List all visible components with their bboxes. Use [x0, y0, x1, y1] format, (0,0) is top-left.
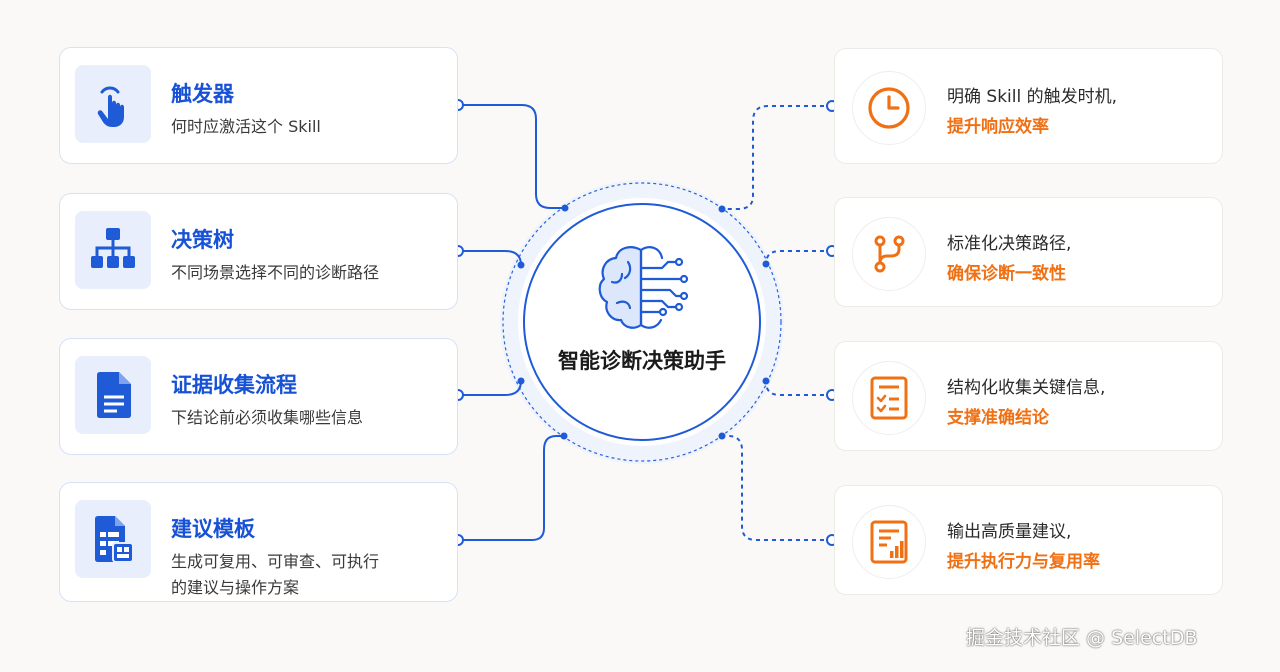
watermark: 掘金技术社区 @ SelectDB [966, 627, 1198, 649]
benefit-text: 标准化决策路径, [947, 234, 1072, 254]
connector-benefit-output [722, 435, 832, 541]
template-icon [75, 500, 151, 578]
checklist-icon [852, 361, 926, 435]
card-description-line: 的建议与操作方案 [171, 578, 300, 597]
branch-path-icon [852, 217, 926, 291]
card-benefit-evidence: 结构化收集关键信息, 支撑准确结论 [834, 341, 1223, 451]
hub-dot [561, 204, 569, 212]
card-description: 下结论前必须收集哪些信息 [171, 405, 363, 431]
card-benefit-timing: 明确 Skill 的触发时机, 提升响应效率 [834, 48, 1223, 164]
connector-decision-tree [458, 250, 522, 266]
hub-dot [718, 432, 726, 440]
card-title: 触发器 [171, 82, 234, 106]
card-trigger: 触发器 何时应激活这个 Skill [59, 47, 458, 164]
benefit-text: 输出高质量建议, [947, 522, 1072, 542]
clock-icon [852, 71, 926, 145]
hub-dot [517, 261, 525, 269]
document-icon [75, 356, 151, 434]
connector-template [458, 435, 564, 541]
hub-dot [560, 432, 568, 440]
pointer-hand-icon [75, 65, 151, 143]
card-description: 不同场景选择不同的诊断路径 [171, 260, 379, 286]
card-title: 建议模板 [171, 517, 255, 541]
hub-dot [762, 260, 770, 268]
benefit-highlight: 支撑准确结论 [947, 408, 1049, 428]
hub-dot [762, 377, 770, 385]
card-benefit-output: 输出高质量建议, 提升执行力与复用率 [834, 485, 1223, 595]
hub-dot [718, 205, 726, 213]
card-title: 决策树 [171, 228, 234, 252]
connector-benefit-timing [724, 105, 832, 210]
card-description-line: 生成可复用、可审查、可执行 [171, 552, 380, 571]
hub-white-ring [518, 198, 766, 446]
card-description: 生成可复用、可审查、可执行 的建议与操作方案 [171, 549, 379, 601]
benefit-highlight: 提升执行力与复用率 [947, 552, 1100, 572]
connector-benefit-evidence [765, 381, 832, 396]
benefit-highlight: 确保诊断一致性 [947, 264, 1066, 284]
card-decision-tree: 决策树 不同场景选择不同的诊断路径 [59, 193, 458, 310]
card-description-line: 不同场景选择不同的诊断路径 [171, 263, 380, 282]
benefit-text: 明确 Skill 的触发时机, [947, 87, 1118, 107]
brain-circuit-icon [598, 246, 689, 329]
card-description-line: 何时应激活这个 Skill [171, 117, 321, 136]
card-description: 何时应激活这个 Skill [171, 114, 321, 140]
card-title: 证据收集流程 [171, 373, 297, 397]
card-description-line: 下结论前必须收集哪些信息 [171, 408, 364, 427]
hub-title: 智能诊断决策助手 [558, 349, 726, 373]
card-evidence-collection: 证据收集流程 下结论前必须收集哪些信息 [59, 338, 458, 455]
connector-trigger [458, 104, 565, 209]
benefit-highlight: 提升响应效率 [947, 117, 1049, 137]
connector-benefit-consistency [765, 250, 832, 265]
hub-outer-dashed-ring [502, 182, 782, 462]
benefit-text: 结构化收集关键信息, [947, 378, 1106, 398]
decision-tree-icon [75, 211, 151, 289]
card-benefit-consistency: 标准化决策路径, 确保诊断一致性 [834, 197, 1223, 307]
connector-evidence [458, 380, 522, 396]
hub-dot [517, 377, 525, 385]
card-recommendation-template: 建议模板 生成可复用、可审查、可执行 的建议与操作方案 [59, 482, 458, 602]
report-chart-icon [852, 505, 926, 579]
